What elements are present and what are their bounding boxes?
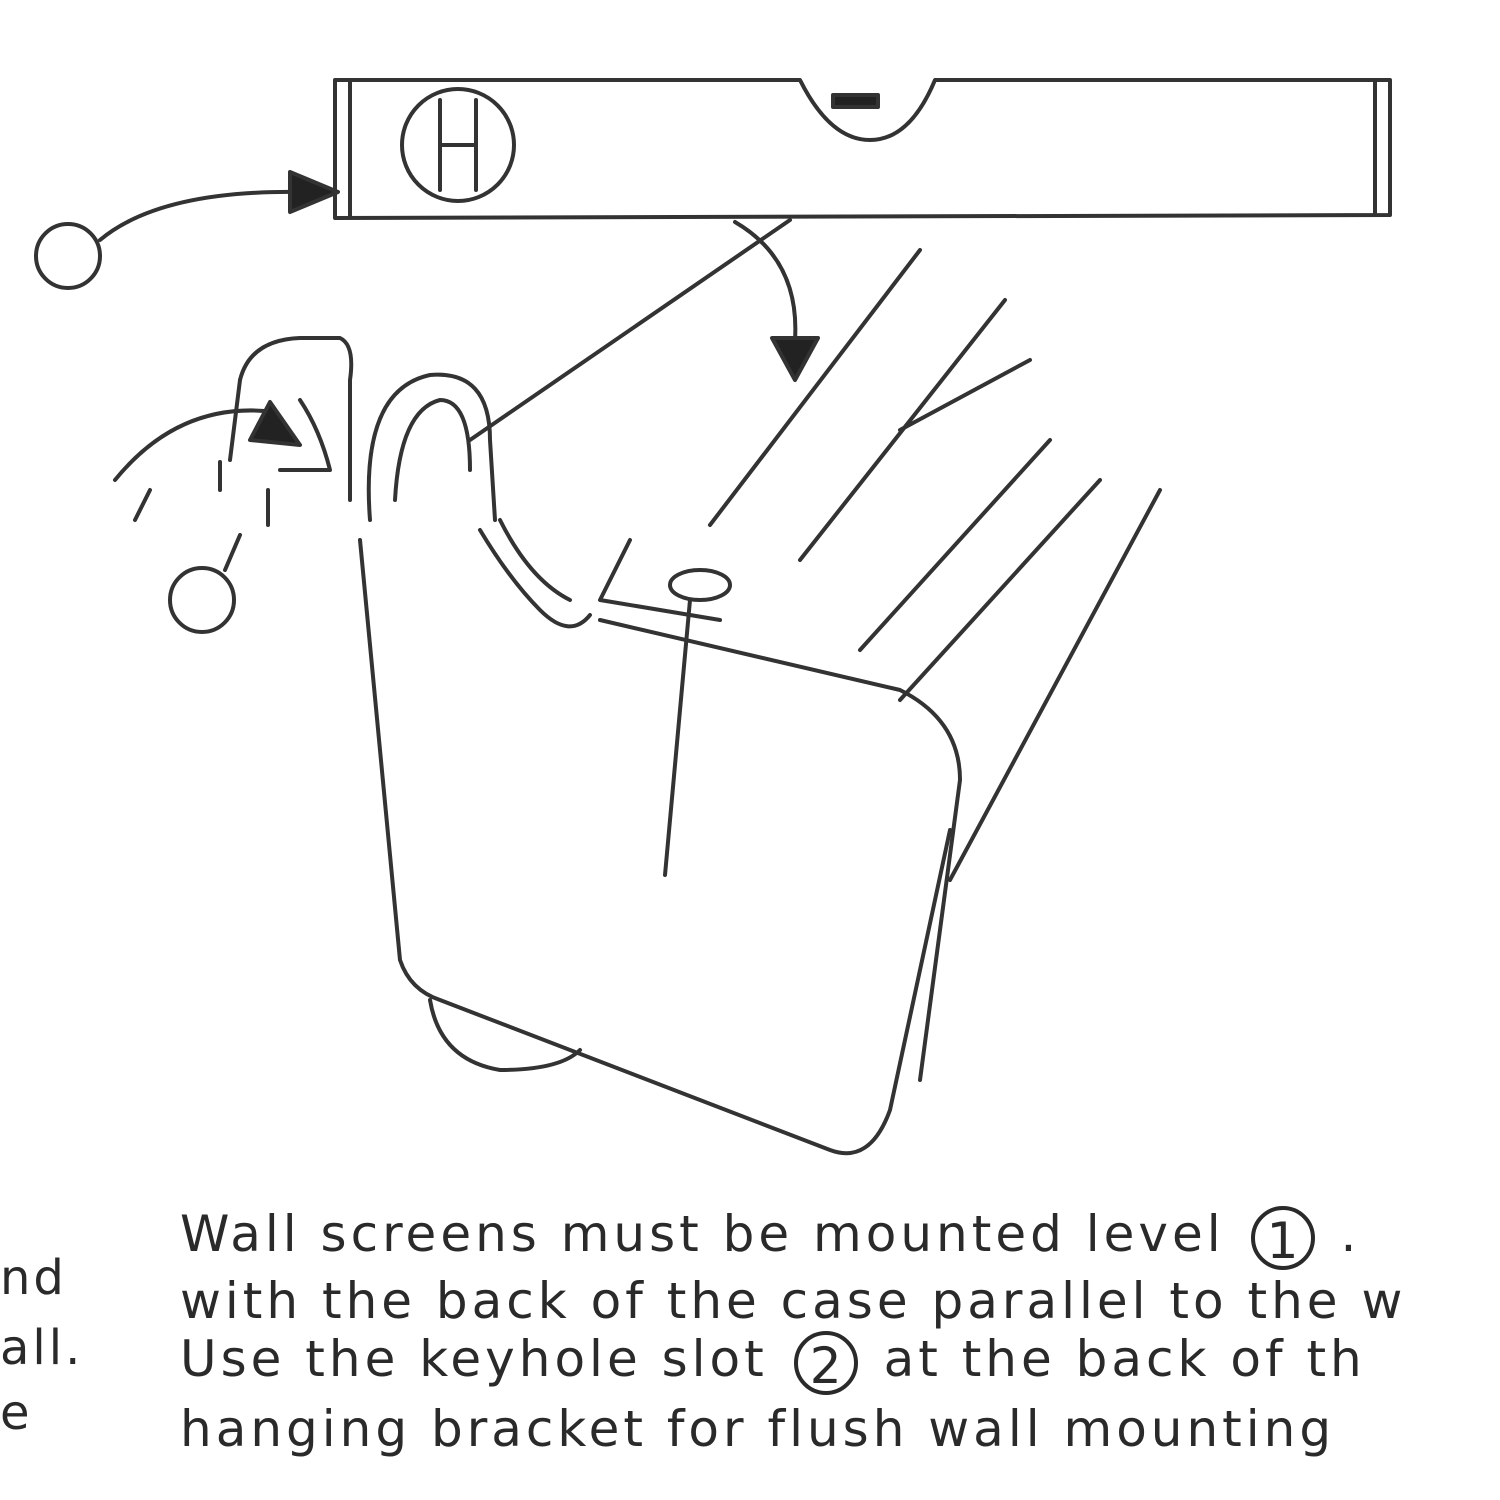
caption-text: Use the keyhole slot [180, 1330, 768, 1388]
arrow-down [733, 220, 820, 382]
caption-line-4: hanging bracket for flush wall mounting [180, 1400, 1336, 1458]
callout-marker-2: 2 [793, 1330, 858, 1395]
screen-case [358, 218, 1162, 1156]
caption-line-1: Wall screens must be mounted level 1 . [180, 1205, 1360, 1270]
spirit-level [333, 78, 1392, 220]
left-fragment: all. [0, 1320, 84, 1376]
caption-line-3: Use the keyhole slot 2 at the back of th [180, 1330, 1366, 1395]
left-fragment: nd [0, 1250, 67, 1306]
callout-2 [113, 400, 302, 634]
callout-1 [34, 170, 340, 290]
wall-mount-diagram [34, 78, 1392, 1156]
callout-marker-1: 1 [1250, 1205, 1315, 1270]
caption-tail: at the back of th [883, 1330, 1366, 1388]
left-fragment: e [0, 1385, 33, 1441]
caption-tail: . [1340, 1205, 1361, 1263]
caption-line-2: with the back of the case parallel to th… [180, 1272, 1407, 1330]
hanging-bracket [228, 336, 592, 629]
caption-text: Wall screens must be mounted level [180, 1205, 1225, 1263]
